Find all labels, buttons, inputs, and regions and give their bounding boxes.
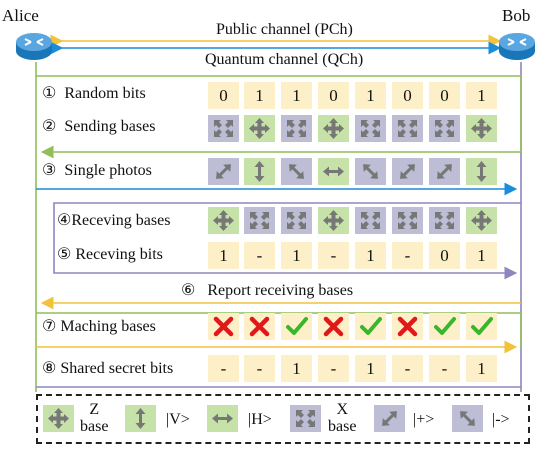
x-base-icon [355, 207, 386, 234]
random-bit-cell: 1 [355, 82, 386, 109]
receiving-bit-cell: - [244, 242, 275, 269]
shared-bit-cell: - [244, 355, 275, 382]
shared-bit-cell: - [208, 355, 239, 382]
shared-bit-cell: - [318, 355, 349, 382]
check-icon [429, 313, 460, 340]
public-channel-label: Public channel (PCh) [216, 21, 353, 38]
minus-state-legend-label: |-> [492, 411, 510, 429]
receiving-bit-cell: 1 [355, 242, 386, 269]
z-base-legend-label-line: Z [89, 401, 100, 418]
photon-state-icon [318, 158, 349, 185]
x-base-icon [392, 207, 423, 234]
random-bit-cell: 0 [429, 82, 460, 109]
shared-bit-cell: - [429, 355, 460, 382]
z-base-legend-icon [43, 405, 74, 432]
receiving-bit-cell: - [392, 242, 423, 269]
x-base-icon [281, 115, 312, 142]
v-state-legend-icon [125, 405, 156, 432]
bob-router-icon [497, 29, 537, 63]
h-state-legend-label: |H> [248, 411, 272, 429]
receiving-bit-cell: - [318, 242, 349, 269]
x-base-icon [429, 115, 460, 142]
shared-bit-cell: 1 [466, 355, 497, 382]
x-base-icon [208, 115, 239, 142]
x-base-icon [392, 115, 423, 142]
step1-label: ① Random bits [42, 85, 146, 102]
photon-state-icon [244, 158, 275, 185]
cross-icon [392, 313, 423, 340]
receiving-bit-cell: 1 [281, 242, 312, 269]
z-base-legend-label-line2: base [80, 417, 109, 435]
random-bit-cell: 0 [318, 82, 349, 109]
plus-state-legend-label-line: |+> [413, 411, 435, 428]
x-base-icon [355, 115, 386, 142]
bob-label: Bob [502, 6, 531, 25]
z-base-icon [208, 207, 239, 234]
z-base-icon [466, 207, 497, 234]
h-state-legend-icon [207, 405, 238, 432]
shared-bit-cell: 1 [281, 355, 312, 382]
minus-state-legend-icon [452, 405, 483, 432]
receiving-bit-cell: 1 [466, 242, 497, 269]
receiving-bit-cell: 1 [208, 242, 239, 269]
random-bit-cell: 1 [244, 82, 275, 109]
step6-label: ⑥ Report receiving bases [181, 282, 354, 299]
minus-state-legend-label-line: |-> [492, 411, 510, 428]
x-base-legend-label-line: X [336, 401, 348, 418]
x-base-legend-icon [290, 405, 321, 432]
step8-label: ⑧ Shared secret bits [42, 360, 174, 377]
check-icon [466, 313, 497, 340]
x-base-icon [281, 207, 312, 234]
cross-icon [208, 313, 239, 340]
x-base-icon [244, 207, 275, 234]
photon-state-icon [466, 158, 497, 185]
alice-label: Alice [2, 6, 39, 25]
z-base-icon [244, 115, 275, 142]
z-base-icon [318, 207, 349, 234]
photon-state-icon [281, 158, 312, 185]
step2-label: ② Sending bases [42, 118, 156, 135]
step7-label: ⑦ Maching bases [42, 318, 156, 335]
step5-label: ⑤ Receving bits [57, 246, 163, 263]
x-base-icon [429, 207, 460, 234]
cross-icon [244, 313, 275, 340]
z-base-icon [318, 115, 349, 142]
check-icon [281, 313, 312, 340]
z-base-icon [466, 115, 497, 142]
quantum-channel-label: Quantum channel (QCh) [205, 51, 364, 68]
random-bit-cell: 0 [392, 82, 423, 109]
step3-label: ③ Single photos [42, 162, 152, 179]
plus-state-legend-label: |+> [413, 411, 435, 429]
check-icon [355, 313, 386, 340]
v-state-legend-label: |V> [166, 411, 190, 429]
random-bit-cell: 0 [208, 82, 239, 109]
v-state-legend-label-line: |V> [166, 411, 190, 428]
plus-state-legend-icon [374, 405, 405, 432]
random-bit-cell: 1 [466, 82, 497, 109]
random-bit-cell: 1 [281, 82, 312, 109]
shared-bit-cell: 1 [355, 355, 386, 382]
photon-state-icon [429, 158, 460, 185]
x-base-legend-label-line2: base [328, 417, 357, 435]
shared-bit-cell: - [392, 355, 423, 382]
cross-icon [318, 313, 349, 340]
receiving-bit-cell: 0 [429, 242, 460, 269]
photon-state-icon [392, 158, 423, 185]
photon-state-icon [355, 158, 386, 185]
photon-state-icon [208, 158, 239, 185]
alice-router-icon [14, 29, 54, 63]
step4-label: ④Receving bases [57, 212, 171, 229]
legend-box [36, 394, 530, 444]
h-state-legend-label-line: |H> [248, 411, 272, 428]
